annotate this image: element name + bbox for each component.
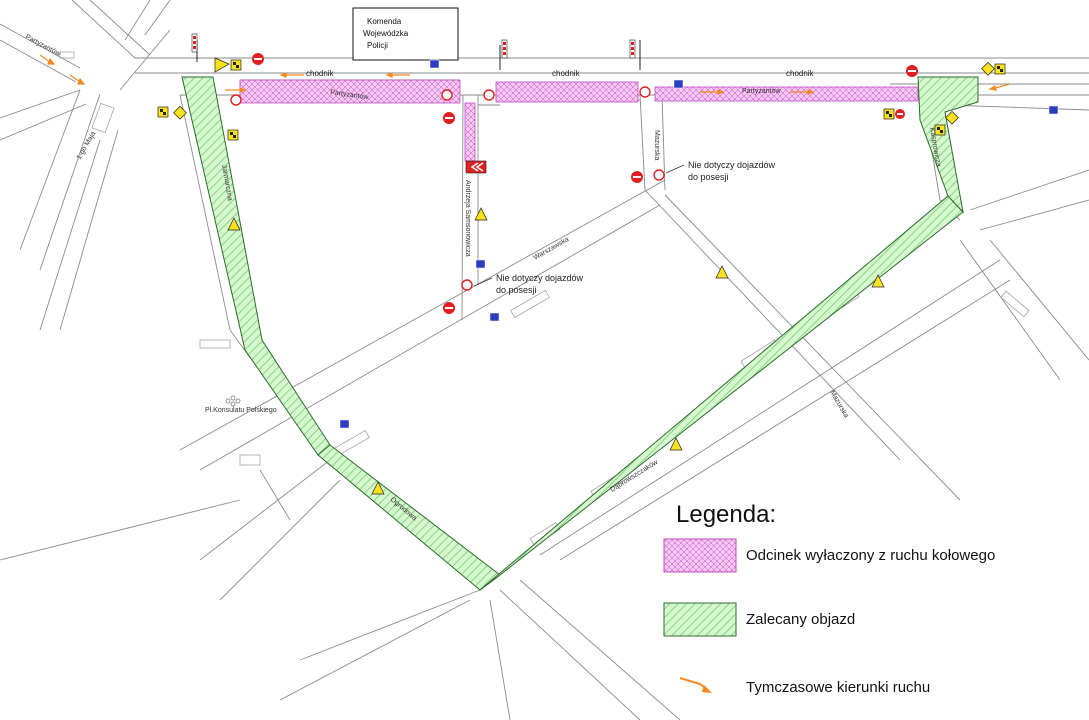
svg-text:Nie dotyczy dojazdów: Nie dotyczy dojazdów — [688, 160, 776, 170]
no-entry-sign-icon — [252, 53, 264, 65]
arrow-3 — [700, 89, 725, 95]
building-line-1: Komenda — [367, 17, 402, 26]
give-way-sign-icon — [214, 57, 230, 73]
street-partyzantow-east: Partyzantów — [742, 88, 781, 95]
street-warszawska: Warszawska — [533, 236, 571, 262]
legend-swatch-detour — [663, 602, 737, 637]
traffic-light-icon — [191, 33, 641, 70]
detour-route — [181, 76, 979, 591]
sidewalk-label-3: chodnik — [786, 69, 815, 78]
no-vehicles-sign-icon — [230, 86, 665, 291]
no-entry-sign-icon — [906, 65, 918, 77]
street-mazurska-north: Mazurska — [653, 130, 660, 160]
no-entry-sign-icon — [443, 302, 455, 314]
svg-text:do posesji: do posesji — [688, 172, 729, 182]
legend-title: Legenda: — [676, 501, 776, 528]
arrow-1 — [279, 72, 304, 78]
closed-samsonowicza — [464, 102, 476, 162]
legend: Legenda: Odcinek wyłaczony z ruchu kołow… — [663, 501, 995, 696]
note-nie-dotyczy-1: Nie dotyczy dojazdów do posesji — [665, 160, 776, 182]
legend-label-detour: Zalecany objazd — [746, 611, 855, 628]
street-partyzantow-topleft: Partyzantów — [24, 34, 62, 59]
detour-jarmarczna — [181, 76, 331, 456]
priority-road-sign-icon — [173, 61, 995, 125]
junction-sign-icon — [157, 59, 1006, 141]
chevron-sign-icon — [465, 160, 487, 174]
closed-partyzantow-middle — [495, 81, 639, 103]
arrow-5 — [988, 83, 1011, 91]
place-symbol-icon — [225, 395, 241, 407]
place-konsulatu: Pl.Konsulatu Polskiego — [205, 407, 277, 414]
street-mazurska-south: Mazurska — [828, 390, 849, 420]
legend-swatch-closed — [663, 538, 737, 573]
roadworks-warning-sign-icon — [227, 207, 885, 495]
closed-section — [239, 79, 919, 162]
no-entry-sign-icon — [631, 171, 643, 183]
temporary-directions — [39, 54, 1011, 95]
legend-label-closed: Odcinek wyłaczony z ruchu kołowego — [746, 547, 995, 564]
legend-label-arrow: Tymczasowe kierunki ruchu — [746, 679, 930, 696]
no-entry-sign-icon — [895, 109, 905, 119]
note-nie-dotyczy-2: Nie dotyczy dojazdów do posesji — [473, 273, 584, 295]
street-samsonowicza: Andrzeja Samsonowicza — [464, 180, 471, 257]
building-line-2: Wojewódzka — [363, 29, 409, 38]
detour-info-sign-icon — [339, 59, 1059, 429]
sidewalk-label-1: chodnik — [306, 69, 335, 78]
arrow-4 — [790, 89, 815, 95]
arrow-7 — [39, 54, 56, 65]
police-building: Komenda Wojewódzka Policji — [352, 7, 459, 61]
arrow-6 — [225, 87, 247, 93]
svg-text:do posesji: do posesji — [496, 285, 537, 295]
arrow-2 — [385, 72, 410, 78]
svg-text:Nie dotyczy dojazdów: Nie dotyczy dojazdów — [496, 273, 584, 283]
closed-partyzantow-east — [654, 86, 919, 102]
detour-dabrowszczakow — [479, 195, 964, 591]
arrow-8 — [69, 74, 86, 85]
no-entry-sign-icon — [443, 112, 455, 124]
sidewalk-label-2: chodnik — [552, 69, 581, 78]
building-line-3: Policji — [367, 41, 388, 50]
legend-swatch-arrow — [679, 677, 712, 693]
street-1-go-maja: 1-go Maja — [76, 130, 98, 161]
detour-kasprowicza — [917, 76, 979, 214]
